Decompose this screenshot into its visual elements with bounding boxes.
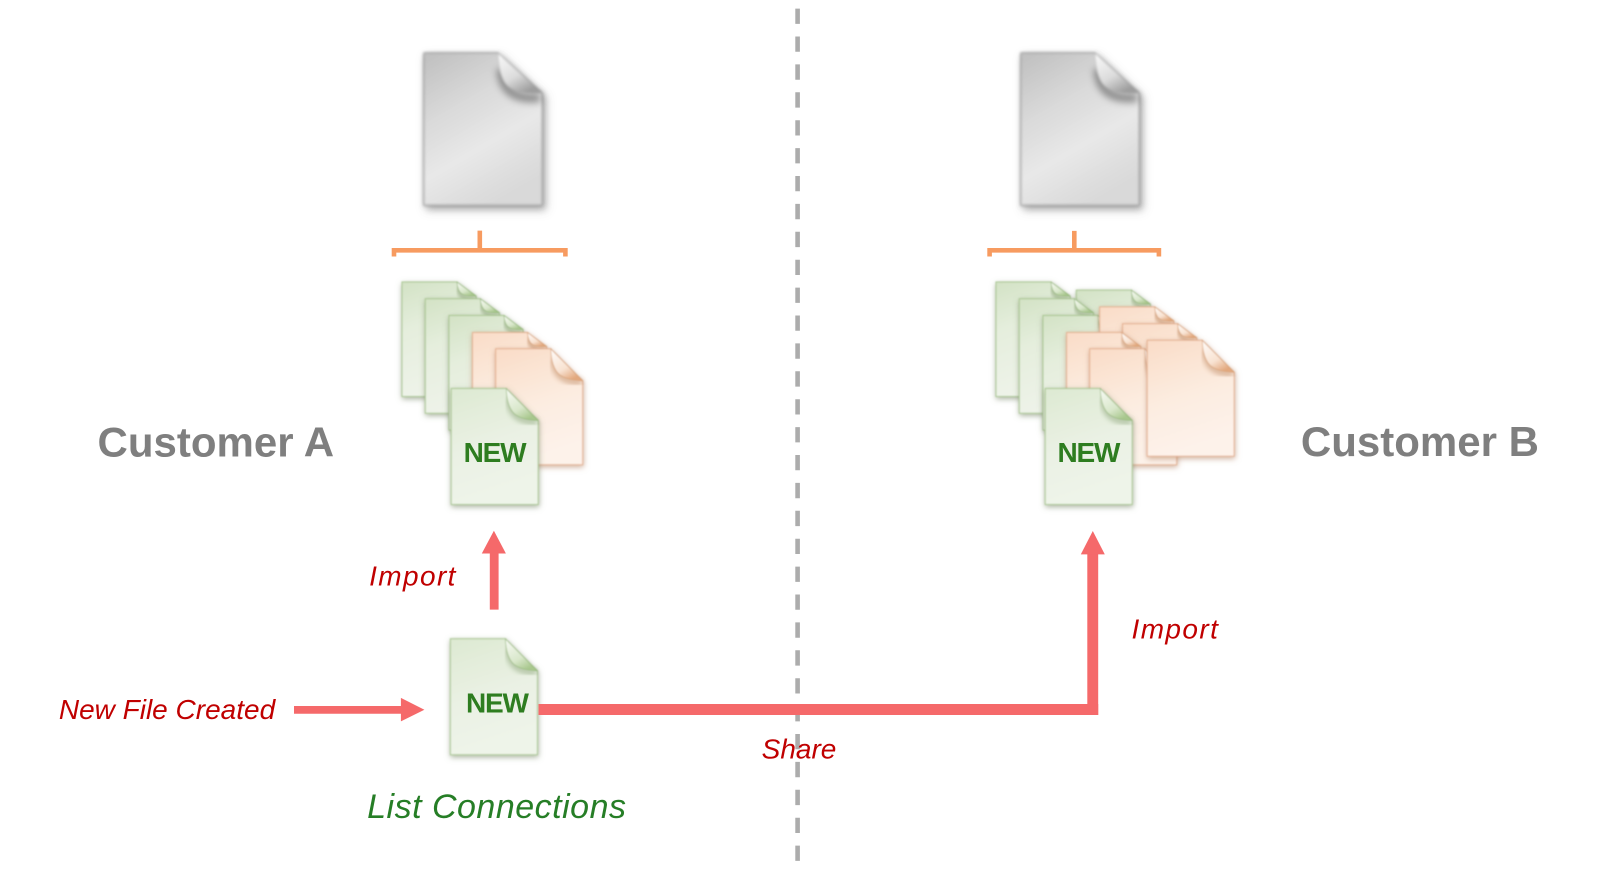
- svg-text:NEW: NEW: [1058, 437, 1121, 468]
- svg-text:Import: Import: [1132, 614, 1220, 645]
- svg-text:Import: Import: [369, 561, 457, 592]
- svg-text:New File Created: New File Created: [59, 694, 277, 725]
- svg-text:Customer B: Customer B: [1301, 418, 1539, 465]
- svg-text:NEW: NEW: [466, 688, 529, 719]
- svg-text:NEW: NEW: [464, 437, 527, 468]
- svg-text:Share: Share: [762, 733, 837, 764]
- svg-text:List Connections: List Connections: [367, 788, 626, 826]
- svg-text:Customer A: Customer A: [98, 419, 334, 466]
